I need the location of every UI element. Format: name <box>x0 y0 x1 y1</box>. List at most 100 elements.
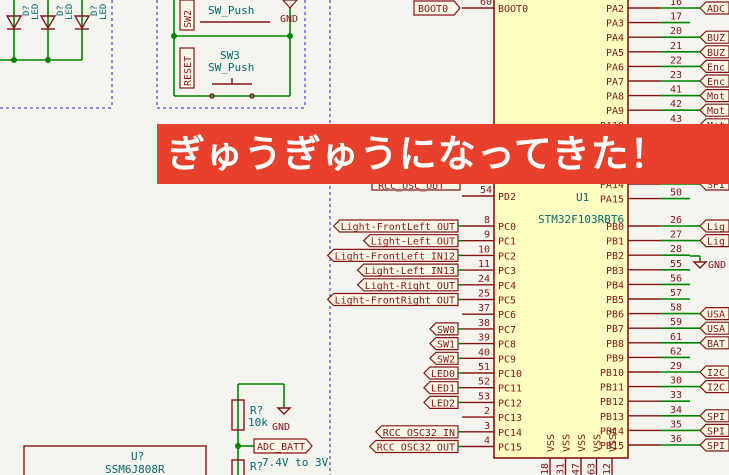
pin-pa2-name: PA2 <box>606 4 624 15</box>
pin-pc8-num: 39 <box>478 333 490 344</box>
pin-pb9-num: 62 <box>670 346 682 357</box>
pin-pb12-num: 33 <box>670 390 682 401</box>
net-label-pb7-text: USA <box>707 324 725 335</box>
pin-bottom-0-name: VSS <box>546 434 557 452</box>
pin-pb7-num: 59 <box>670 317 682 328</box>
net-label-boot0 <box>413 0 461 16</box>
pin-pc2-name: PC2 <box>498 251 516 262</box>
pin-pb15-num: 36 <box>670 434 682 445</box>
pin-pc13-name: PC13 <box>498 413 522 424</box>
net-label-pb14-text: SPI <box>707 426 725 437</box>
pin-pb4-num: 56 <box>670 273 682 284</box>
net-label-adc-batt-text: ADC_BATT <box>257 442 305 453</box>
net-label-lig-pb0 <box>699 219 729 233</box>
r1-value: 10k <box>248 416 268 429</box>
pin-pc4-num: 24 <box>478 274 490 285</box>
adc-divider: GND R? 10k ADC_BATT 7.4V to 3V R? <box>231 383 329 475</box>
pin-pc14-num: 3 <box>484 421 490 432</box>
net-label-sw0-text: SW0 <box>437 325 455 336</box>
pin-pc10-name: PC10 <box>498 369 522 380</box>
net-label-pb10-text: I2C <box>707 368 725 379</box>
net-label-pb0-text: Lig <box>707 222 725 233</box>
pin-bottom-1: VSS 31 <box>556 434 573 475</box>
pin-boot0: 60 BOOT0 BOOT0 <box>413 0 528 16</box>
gnd-symbol-adc <box>276 407 292 415</box>
pin-pc2-num: 10 <box>478 244 490 255</box>
pin-pc11-name: PC11 <box>498 384 522 395</box>
net-label-i2c-pb10 <box>699 365 729 379</box>
pin-bottom-3-name: VSS <box>593 434 604 452</box>
net-label-light-frontleft-in12-text: Light-FrontLeft_IN12 <box>335 251 455 262</box>
pin-pb13-name: PB13 <box>600 412 624 423</box>
pin-boot0-num: 60 <box>480 0 492 8</box>
led-2: D? LED <box>73 0 109 60</box>
pin-bottom-1-name: VSS <box>562 434 573 452</box>
pin-pb2-num: 28 <box>670 244 682 255</box>
net-label-spi-pb13 <box>699 409 729 423</box>
led-1: D? LED <box>39 0 75 60</box>
pin-pc4-name: PC4 <box>498 281 516 292</box>
pin-pb6-num: 58 <box>670 303 682 314</box>
pin-boot0-name: BOOT0 <box>498 4 528 15</box>
net-label-pa9-text: Mot <box>707 106 725 117</box>
pin-pa3-name: PA3 <box>606 19 624 30</box>
pin-bottom-1-num: 31 <box>556 463 567 475</box>
net-label-rcc-osc-out-text: RCC_OSC_OUT <box>378 181 444 192</box>
pin-pb8-num: 61 <box>670 332 682 343</box>
pin-pb10-num: 29 <box>670 361 682 372</box>
pin-pc10-num: 51 <box>478 362 490 373</box>
pin-pc8-name: PC8 <box>498 340 516 351</box>
resistor-r2 <box>231 459 245 475</box>
net-label-enc-pa7 <box>699 74 729 88</box>
pin-pb7-name: PB7 <box>606 324 624 335</box>
pin-pa4-name: PA4 <box>606 33 624 44</box>
caption-banner: ぎゅうぎゅうになってきた！ <box>157 124 729 184</box>
net-label-pb13-text: SPI <box>707 412 725 423</box>
pin-pc13-num: 2 <box>484 406 490 417</box>
net-label-rcc-osc32-out-text: RCC_OSC32_OUT <box>377 443 455 454</box>
pin-pa9-name: PA9 <box>606 106 624 117</box>
pin-pb9-name: PB9 <box>606 353 624 364</box>
pin-pa7-num: 23 <box>670 70 682 81</box>
net-label-spi-pb15 <box>699 438 729 452</box>
pin-pa2-num: 16 <box>670 0 682 8</box>
pin-pa10-num: 43 <box>670 114 682 125</box>
led-0-value: LED <box>31 4 41 20</box>
pin-pa5-num: 21 <box>670 41 682 52</box>
pin-pc11-num: 52 <box>478 377 490 388</box>
pin-pc12-num: 53 <box>478 391 490 402</box>
net-label-pa5-text: BUZ <box>707 48 725 59</box>
pin-pc1-num: 9 <box>484 230 490 241</box>
pin-pb4-name: PB4 <box>606 280 624 291</box>
pin-pc1-name: PC1 <box>498 237 516 248</box>
net-label-pa14-text: SPI <box>707 180 725 191</box>
gnd-label-switch: GND <box>280 14 298 25</box>
pin-pa9-num: 42 <box>670 99 682 110</box>
pin-pb2-name: PB2 <box>606 251 624 262</box>
pin-pb14-num: 35 <box>670 419 682 430</box>
pin-pa14-name: PA14 <box>600 180 624 191</box>
pin-pc5-name: PC5 <box>498 296 516 307</box>
net-label-i2c-pb11 <box>699 380 729 394</box>
mcu-body <box>493 0 629 459</box>
pin-pa6-name: PA6 <box>606 62 624 73</box>
